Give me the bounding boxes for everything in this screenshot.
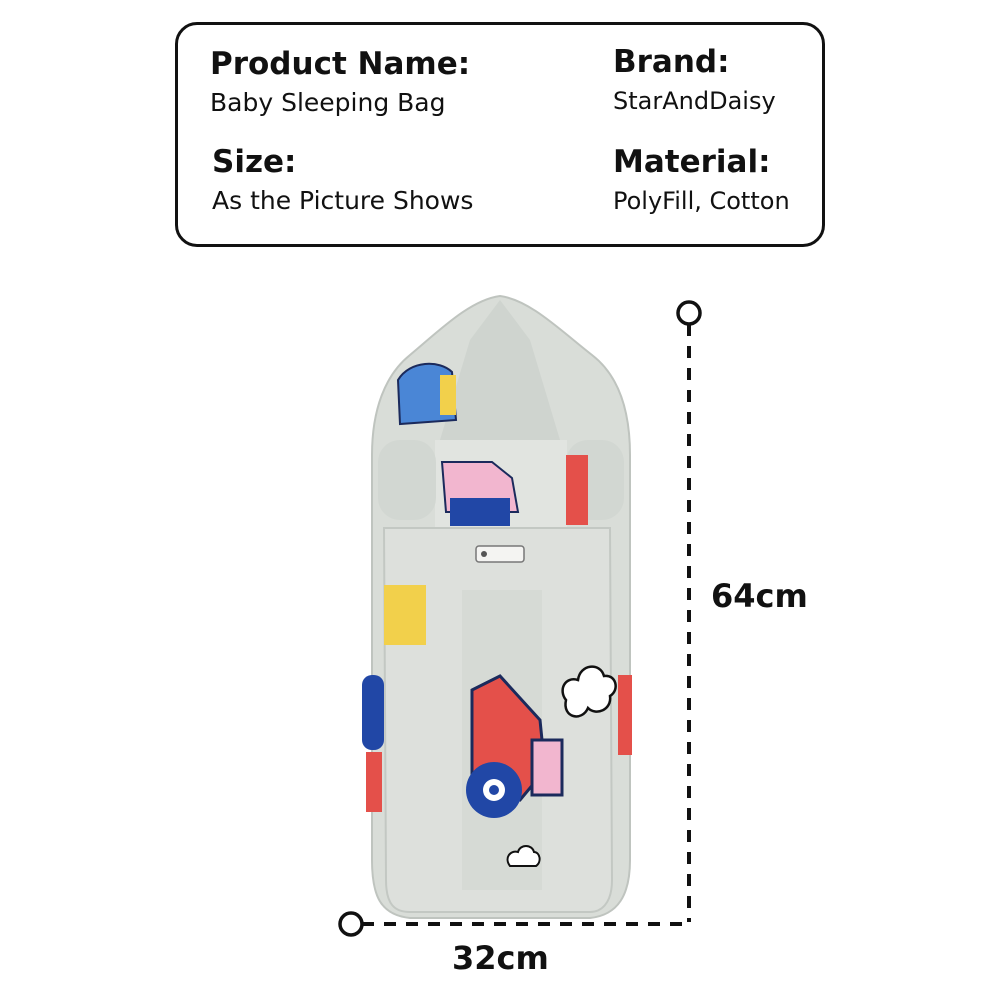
product-name-value: Baby Sleeping Bag	[210, 88, 446, 117]
cloud-print-icon	[561, 665, 617, 718]
blue-car-window-print	[450, 498, 510, 526]
left-red-print	[366, 752, 382, 812]
left-blue-wheel-print	[362, 675, 384, 750]
right-edge-print	[618, 675, 632, 755]
size-label: Size:	[212, 144, 297, 180]
right-red-print	[566, 455, 588, 525]
height-label: 64cm	[711, 577, 808, 615]
width-dimension	[338, 911, 689, 937]
product-name-label: Product Name:	[210, 46, 471, 82]
brand-label: Brand:	[613, 44, 730, 80]
brand-value: StarAndDaisy	[613, 87, 776, 115]
size-field: Size: As the Picture Shows	[212, 143, 473, 217]
left-roll	[378, 440, 436, 520]
product-info-card: Product Name: Baby Sleeping Bag Brand: S…	[175, 22, 825, 247]
brand-tag	[475, 545, 525, 563]
material-label: Material:	[613, 144, 771, 180]
tag-dot-icon	[481, 551, 487, 557]
width-left-marker-icon	[338, 911, 364, 937]
brand-field: Brand: StarAndDaisy	[613, 43, 776, 117]
width-label: 32cm	[452, 939, 549, 977]
product-name-field: Product Name: Baby Sleeping Bag	[210, 45, 470, 119]
left-yellow-print	[384, 585, 426, 645]
material-value: PolyFill, Cotton	[613, 187, 790, 215]
print-decorations	[362, 362, 632, 867]
height-dimension	[676, 300, 702, 922]
size-value: As the Picture Shows	[212, 186, 474, 215]
wheel-center-print-icon	[489, 785, 499, 795]
hood-inner	[440, 300, 560, 440]
truck-cabin-print	[530, 738, 564, 797]
material-field: Material: PolyFill, Cotton	[613, 143, 790, 217]
yellow-print-accent	[440, 375, 456, 415]
small-cloud-print-icon	[506, 845, 541, 867]
height-top-marker-icon	[676, 300, 702, 326]
